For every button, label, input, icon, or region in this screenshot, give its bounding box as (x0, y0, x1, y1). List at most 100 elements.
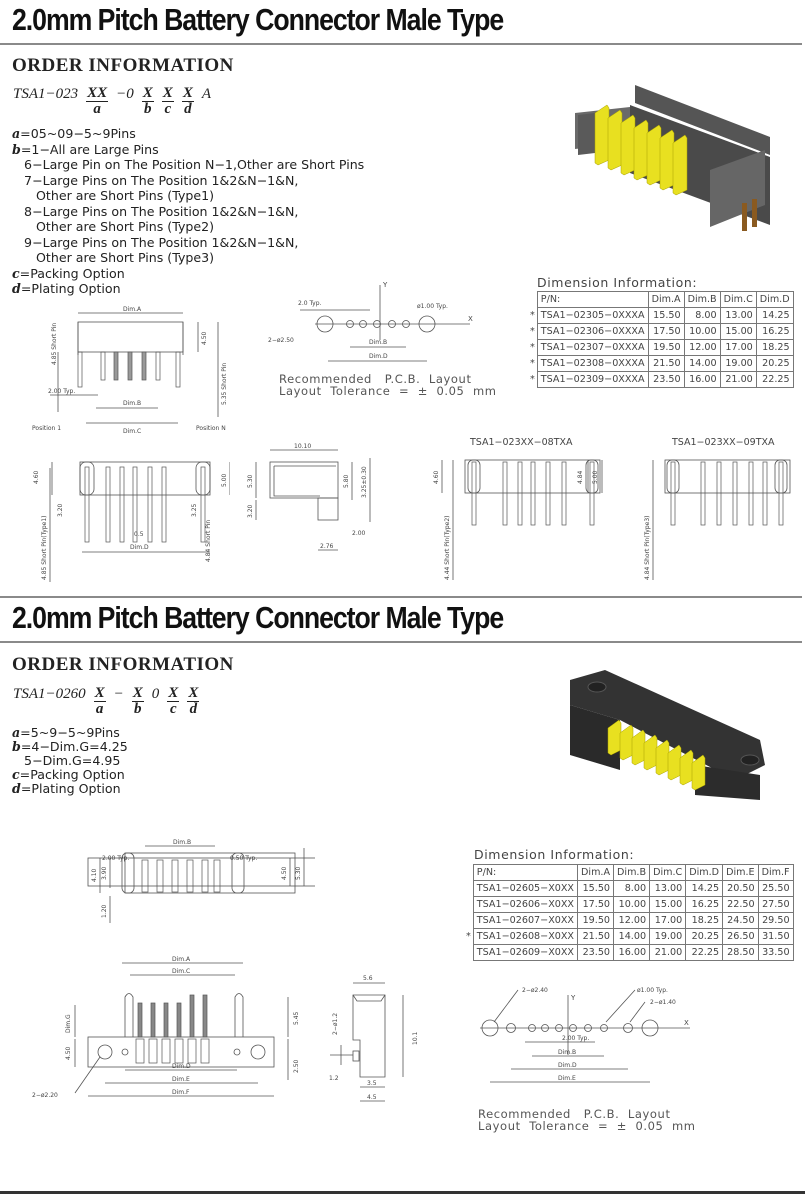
dimension-info-title-2: Dimension Information: (474, 847, 635, 862)
pn-sep: −0 (116, 86, 134, 102)
label-276: 2.76 (320, 543, 334, 550)
label-position-1: Position 1 (32, 425, 61, 432)
label-050: 0.50 Typ. (230, 855, 257, 862)
label-dim-c: Dim.C (172, 968, 190, 975)
label-short-484: 4.84 Short Pin (205, 520, 212, 562)
pn-prefix: TSA1−023 (13, 86, 79, 102)
pin (105, 466, 111, 543)
part-number-cell: TSA1−02605−X0XX (472, 880, 579, 897)
label-short-type1: 4.85 Short Pin(Type1) (41, 515, 48, 580)
yellow-pin (620, 114, 636, 176)
dimension-cell: 12.00 (613, 912, 651, 929)
pn-sep: − (113, 686, 124, 702)
dimension-cell: 16.00 (613, 944, 651, 961)
side-view-drawing-2: 5.6 2−ø1.2 10.1 1.2 3.5 4.5 (329, 975, 419, 1102)
label-450: 4.50 (201, 331, 208, 345)
option-line: b=1−All are Large Pins (12, 141, 159, 157)
type1-drawing: 4.60 5.00 3.20 3.25 0.5 Dim.D 4.85 Short… (33, 461, 230, 582)
pin (202, 994, 208, 1038)
pin (530, 461, 536, 526)
dimension-cell: 24.50 (722, 912, 759, 929)
row-marker: * (530, 358, 535, 369)
dimension-cell: 10.00 (613, 896, 651, 913)
dimension-cell: 18.25 (755, 339, 794, 356)
row-marker: * (530, 310, 535, 321)
section2-title: 2.0mm Pitch Battery Connector Male Type (12, 600, 504, 635)
type2-title: TSA1−023XX−08TXA (470, 437, 573, 448)
option-line: d=Plating Option (12, 281, 121, 296)
label-101: 10.1 (412, 1031, 419, 1045)
option-line: Other are Short Pins (Type3) (12, 250, 215, 265)
label-390: 3.90 (101, 866, 108, 880)
dimension-cell: 20.25 (755, 355, 794, 372)
type3-drawing: 4.84 Short Pin(Type3) (644, 459, 791, 580)
dimension-cell: 19.50 (577, 912, 615, 929)
yellow-pins (594, 104, 688, 196)
option-line: b=4−Dim.G=4.25 (12, 739, 128, 754)
dimension-cell: 14.00 (613, 928, 651, 945)
option-line: a=05~09−5~9Pins (12, 126, 136, 141)
dimension-cell: 15.50 (577, 880, 615, 897)
dimension-cell: 19.00 (649, 928, 687, 945)
dimension-cell: 16.25 (755, 323, 794, 340)
yellow-pin (631, 729, 646, 766)
label-dim-d: Dim.D (369, 353, 388, 360)
dimension-info-title-1: Dimension Information: (537, 275, 698, 290)
dimension-cell: 26.50 (722, 928, 759, 945)
pin (171, 859, 179, 893)
label-mount-hole: 2−ø2.40 (522, 987, 548, 994)
pin (155, 351, 161, 381)
label-dim-f: Dim.F (172, 1089, 190, 1096)
pin (716, 461, 722, 526)
option-line: 9−Large Pins on The Position 1&2&N−1&N, (12, 234, 299, 250)
label-dim-d: Dim.D (130, 544, 149, 551)
section1-order-heading: ORDER INFORMATION (12, 55, 234, 76)
yellow-pin (646, 124, 662, 186)
row-marker (466, 945, 473, 961)
pin-socket (135, 1038, 145, 1064)
label-hole2: 2−ø1.40 (650, 999, 676, 1006)
dimension-cell: 8.00 (683, 307, 721, 324)
dimension-cell: 21.50 (647, 355, 685, 372)
pin (670, 461, 676, 526)
pin (150, 1002, 156, 1038)
label-pitch: 2.00 Typ. (102, 855, 129, 862)
label-x-axis: X (468, 315, 473, 323)
pcb-layout-drawing-1: 2.0 Typ. ø1.00 Typ. 2−ø2.50 Dim.B Dim.D … (268, 281, 473, 362)
type2-drawing: 4.60 4.84 5.00 4.44 Short Pin(Type2) (433, 459, 603, 580)
yellow-pin (607, 109, 623, 171)
label-pitch: 2.00 Typ. (48, 388, 75, 395)
dimension-cell: 20.50 (722, 880, 759, 897)
pin (161, 466, 167, 543)
label-dim-d: Dim.D (172, 1063, 191, 1070)
option-line: c=Packing Option (12, 767, 125, 782)
pin (200, 466, 206, 543)
pin (561, 461, 567, 526)
label-mount-hole: 2−ø2.50 (268, 337, 294, 344)
pin-socket (174, 1038, 184, 1064)
column-header: P/N: (536, 291, 649, 308)
bottom-rule (0, 1191, 805, 1194)
label-450: 4.50 (65, 1046, 72, 1060)
label-pitch: 2.00 Typ. (562, 1035, 589, 1042)
yellow-pins (607, 719, 706, 791)
pin (156, 859, 164, 893)
dimension-cell: 29.50 (757, 912, 794, 929)
label-y-axis: Y (382, 281, 388, 289)
column-header: Dim.B (613, 864, 651, 881)
label-460: 4.60 (433, 470, 440, 484)
pin (84, 466, 90, 543)
label-484: 4.84 (577, 470, 584, 484)
